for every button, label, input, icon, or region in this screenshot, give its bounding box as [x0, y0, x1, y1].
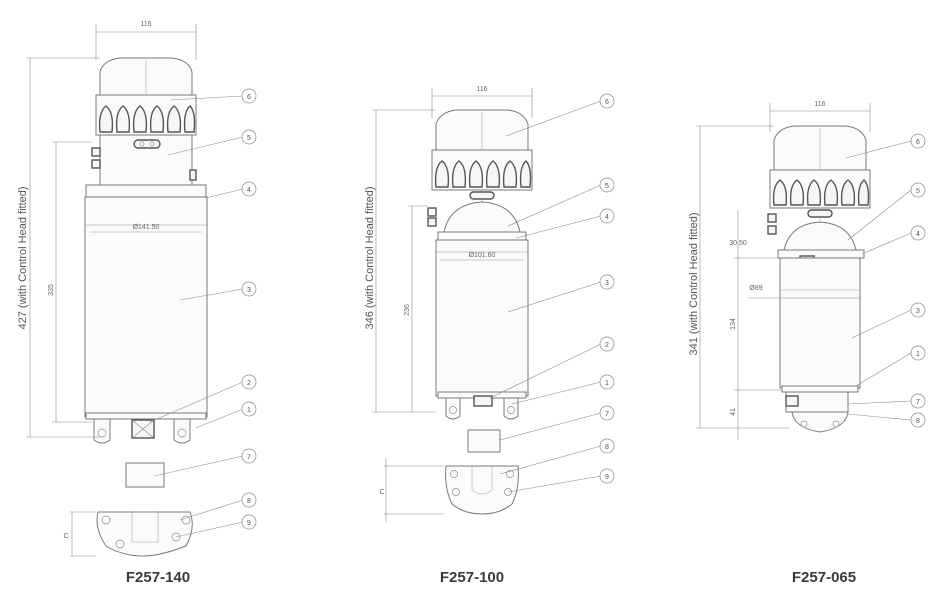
model-label: F257-065: [792, 569, 856, 586]
callout-8: 8: [916, 418, 920, 425]
callout-6: 6: [247, 94, 251, 101]
plate-dimension: C: [63, 533, 68, 540]
callout-6: 6: [605, 99, 609, 106]
drawing-f257-140: 116 Ø141.50: [17, 21, 257, 586]
callout-7: 7: [916, 399, 920, 406]
plate-dimension: C: [379, 489, 384, 496]
drawing-f257-065: 116 Ø89 341 (with Control Head fitted): [688, 101, 926, 586]
callout-2: 2: [247, 380, 251, 387]
callout-3: 3: [916, 308, 920, 315]
callout-6: 6: [916, 139, 920, 146]
callout-5: 5: [605, 183, 609, 190]
diameter-dimension: Ø101.60: [469, 252, 496, 259]
diameter-dimension: Ø89: [749, 285, 762, 292]
width-dimension: 116: [814, 101, 825, 108]
body-height-dimension: 134: [730, 318, 737, 330]
callout-7: 7: [605, 411, 609, 418]
callout-3: 3: [247, 287, 251, 294]
callout-5: 5: [247, 135, 251, 142]
callout-1: 1: [605, 380, 609, 387]
diameter-dimension: Ø141.50: [133, 224, 160, 231]
callout-markers: [241, 88, 257, 530]
callout-4: 4: [605, 214, 609, 221]
head-dimension: 30.50: [729, 240, 747, 247]
callout-7: 7: [247, 454, 251, 461]
callout-9: 9: [247, 520, 251, 527]
callout-9: 9: [605, 474, 609, 481]
total-height-dimension: 346 (with Control Head fitted): [364, 186, 376, 329]
callout-2: 2: [605, 342, 609, 349]
model-label: F257-100: [440, 569, 504, 586]
model-label: F257-140: [126, 569, 190, 586]
drawing-f257-100: 116 Ø101.60 346 (with Control Head fit: [364, 86, 615, 586]
total-height-dimension: 341 (with Control Head fitted): [688, 212, 700, 355]
width-dimension: 116: [140, 21, 151, 28]
total-height-dimension: 427 (with Control Head fitted): [17, 186, 29, 329]
body-height-dimension: 236: [404, 304, 411, 316]
callout-8: 8: [605, 444, 609, 451]
callout-4: 4: [916, 231, 920, 238]
base-dimension: 41: [730, 408, 737, 416]
callout-4: 4: [247, 187, 251, 194]
callout-1: 1: [247, 407, 251, 414]
body-height-dimension: 335: [48, 284, 55, 296]
callout-1: 1: [916, 351, 920, 358]
callout-3: 3: [605, 280, 609, 287]
callout-5: 5: [916, 188, 920, 195]
width-dimension: 116: [476, 86, 487, 93]
callout-8: 8: [247, 498, 251, 505]
